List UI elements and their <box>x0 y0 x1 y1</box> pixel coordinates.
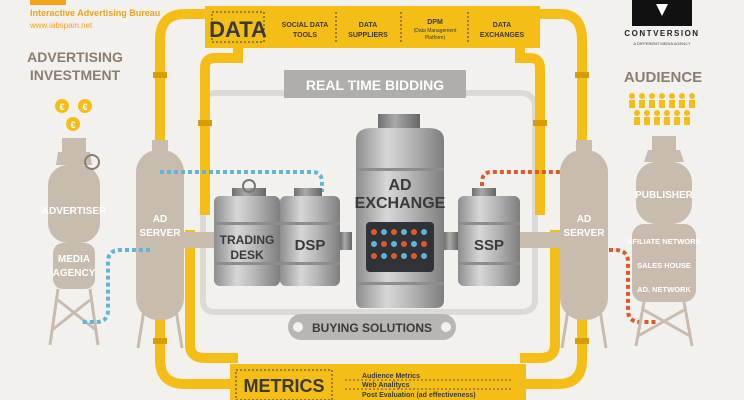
publisher-label: PUBLISHER <box>635 190 694 201</box>
advertising-investment-title-1: ADVERTISING <box>27 49 123 65</box>
svg-text:€: € <box>70 120 75 130</box>
media-agency-label-2: AGENCY <box>53 268 96 279</box>
iab-logo <box>30 0 66 5</box>
advertising-investment-title-2: INVESTMENT <box>30 67 121 83</box>
ad-exchange-label-1: AD <box>388 177 411 194</box>
sales-house-label: SALES HOUSE <box>637 261 691 270</box>
svg-text:(Data Management: (Data Management <box>414 28 457 34</box>
svg-text:EXCHANGES: EXCHANGES <box>480 32 525 39</box>
affiliate-network-label: AFILIATE NETWORK <box>627 237 702 246</box>
svg-text:€: € <box>82 102 87 112</box>
rtb-label: REAL TIME BIDDING <box>306 77 444 93</box>
dsp-exchange-connector <box>340 232 352 250</box>
euro-coin-icon <box>55 99 69 113</box>
svg-text:SUPPLIERS: SUPPLIERS <box>348 32 388 39</box>
left-ad-server-tank <box>136 140 184 320</box>
data-bar-title: DATA <box>209 17 267 42</box>
trading-desk-tank <box>214 179 280 286</box>
svg-text:DPM: DPM <box>427 19 443 26</box>
ssp-tank <box>458 188 520 286</box>
media-agency-label-1: MEDIA <box>58 254 90 265</box>
contversion-v-icon <box>656 4 668 16</box>
iab-org-name: Interactive Advertising Bureau <box>30 8 160 18</box>
svg-text:SOCIAL DATA: SOCIAL DATA <box>282 22 329 29</box>
svg-text:DATA: DATA <box>359 22 377 29</box>
trading-desk-label-2: DESK <box>230 248 264 262</box>
contversion-name: CONTVERSION <box>624 29 699 38</box>
tan-connectors <box>184 232 562 248</box>
euro-coin-icon <box>66 117 80 131</box>
advertiser-tank <box>48 138 100 289</box>
ad-exchange-tank <box>356 114 444 308</box>
audience-title: AUDIENCE <box>624 69 702 86</box>
pipe-joints <box>153 72 589 344</box>
blue-flow-lines <box>80 170 324 324</box>
metrics-list: Audience Metrics Web Analitycs Post Eval… <box>345 373 512 399</box>
metrics-item-audience: Audience Metrics <box>362 373 420 380</box>
buying-solutions-label: BUYING SOLUTIONS <box>312 321 432 335</box>
euro-coins: € € € <box>55 99 92 131</box>
right-ad-server-label-2: SERVER <box>564 228 606 239</box>
data-bar-dividers <box>335 12 469 42</box>
ssp-label: SSP <box>474 237 504 254</box>
iab-url: www.iabspain.net <box>29 21 93 30</box>
data-item-social: SOCIAL DATA TOOLS <box>282 22 329 39</box>
svg-text:€: € <box>59 102 64 112</box>
euro-coin-icon <box>78 99 92 113</box>
metrics-bar <box>230 364 526 400</box>
red-flow-lines <box>480 170 658 324</box>
contversion-tagline: A DIFFERENT MEDIA AGENCY <box>633 41 691 46</box>
advertiser-label: ADVERTISER <box>42 206 107 217</box>
metrics-title: METRICS <box>244 376 325 396</box>
exchange-dots <box>371 229 427 259</box>
data-bar <box>205 6 540 48</box>
data-item-dpm: DPM (Data Management Platform) <box>414 19 457 41</box>
ad-exchange-label-2: EXCHANGE <box>355 195 446 212</box>
ad-network-label: AD. NETWORK <box>637 285 691 294</box>
publisher-legs <box>634 301 694 347</box>
publisher-tank <box>632 136 696 302</box>
data-item-suppliers: DATA SUPPLIERS <box>348 22 388 39</box>
left-ad-server-legs <box>136 309 184 349</box>
dsp-label: DSP <box>295 237 326 254</box>
metrics-item-web: Web Analitycs <box>362 382 410 389</box>
right-ad-server-tank <box>560 140 608 320</box>
conveyor-wheels <box>293 322 451 332</box>
exchange-ssp-connector <box>444 232 458 250</box>
advertiser-legs <box>48 288 100 346</box>
trading-desk-label-1: TRADING <box>220 233 275 247</box>
audience-people-icon <box>629 93 695 125</box>
left-ad-server-label-2: SERVER <box>140 228 182 239</box>
right-ad-server-legs <box>560 309 608 349</box>
right-ad-server-label-1: AD <box>577 214 591 225</box>
dsp-tank <box>280 188 340 286</box>
buying-solutions-conveyor <box>288 314 456 340</box>
rtb-banner <box>284 70 466 98</box>
data-item-exchanges: DATA EXCHANGES <box>480 22 525 39</box>
metrics-item-post: Post Evaluation (ad effectiveness) <box>362 392 476 399</box>
yellow-pipe-network <box>155 9 587 389</box>
left-ad-server-label-1: AD <box>153 214 167 225</box>
svg-text:DATA: DATA <box>493 22 511 29</box>
svg-text:Platform): Platform) <box>425 35 446 41</box>
svg-text:TOOLS: TOOLS <box>293 32 317 39</box>
